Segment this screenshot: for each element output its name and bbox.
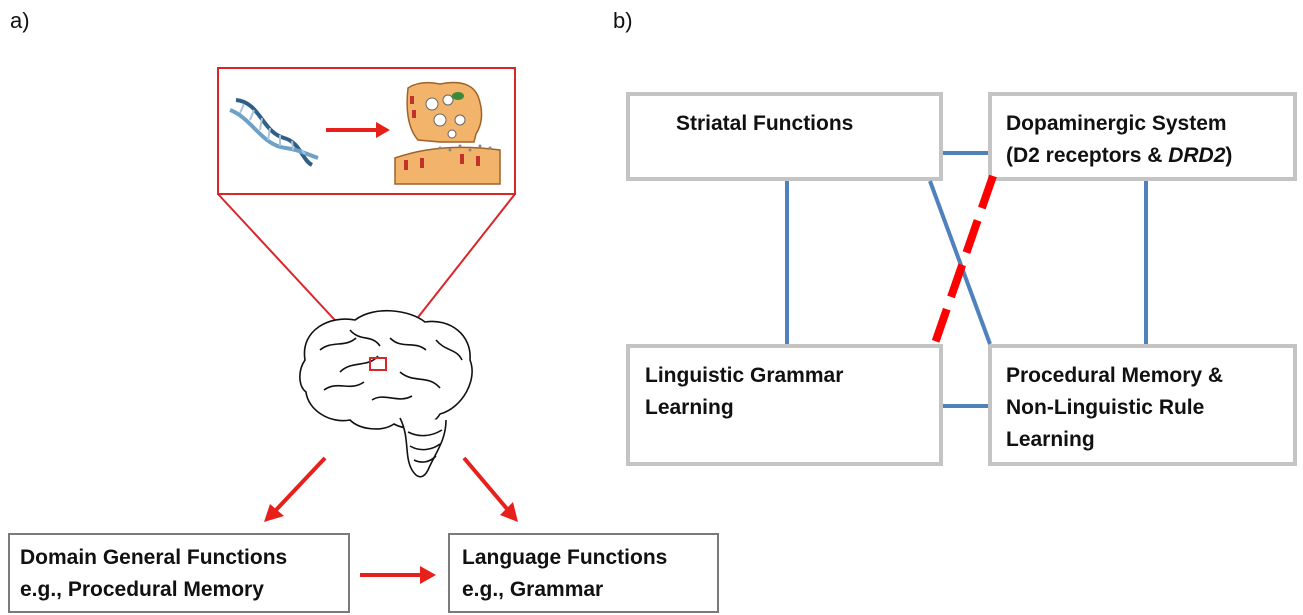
procedural-memory-line3: Learning bbox=[1006, 428, 1095, 451]
dopaminergic-line2: (D2 receptors & DRD2) bbox=[1006, 140, 1232, 172]
gene-to-synapse-arrow bbox=[326, 122, 390, 138]
dopaminergic-line2-prefix: (D2 receptors & bbox=[1006, 144, 1169, 167]
dopaminergic-line1: Dopaminergic System bbox=[1006, 112, 1227, 135]
brain-to-language-arrow bbox=[462, 456, 518, 522]
dopaminergic-line2-suffix: ) bbox=[1225, 144, 1233, 167]
dopaminergic-system-box bbox=[988, 92, 1297, 181]
panel-a-label: a) bbox=[10, 8, 30, 33]
zoom-region-marker bbox=[369, 357, 387, 371]
striatal-functions-label: Striatal Functions bbox=[676, 112, 854, 135]
language-functions-line2: e.g., Grammar bbox=[462, 578, 604, 601]
dashed-dopamine-grammar bbox=[930, 174, 997, 348]
linguistic-grammar-line1: Linguistic Grammar bbox=[645, 364, 844, 387]
panel-b-label: b) bbox=[613, 8, 633, 33]
synapse-icon bbox=[394, 81, 501, 185]
procedural-memory-line2: Non-Linguistic Rule bbox=[1006, 396, 1205, 419]
domain-general-line2: e.g., Procedural Memory bbox=[20, 578, 264, 601]
procedural-memory-line1: Procedural Memory & bbox=[1006, 364, 1224, 387]
procedural-memory-box bbox=[988, 344, 1297, 466]
domain-general-box bbox=[8, 533, 350, 613]
connector-striatal-procedural bbox=[928, 180, 992, 345]
language-functions-box bbox=[448, 533, 719, 613]
striatal-functions-box bbox=[626, 92, 943, 181]
brain-to-domain-arrow bbox=[264, 456, 327, 522]
domain-to-language-arrow bbox=[360, 566, 436, 584]
dna-icon bbox=[229, 98, 319, 167]
linguistic-grammar-line2: Learning bbox=[645, 396, 734, 419]
linguistic-grammar-box bbox=[626, 344, 943, 466]
language-functions-line1: Language Functions bbox=[462, 546, 668, 569]
domain-general-line1: Domain General Functions bbox=[20, 546, 288, 569]
drd2-gene-label: DRD2 bbox=[1168, 144, 1226, 167]
